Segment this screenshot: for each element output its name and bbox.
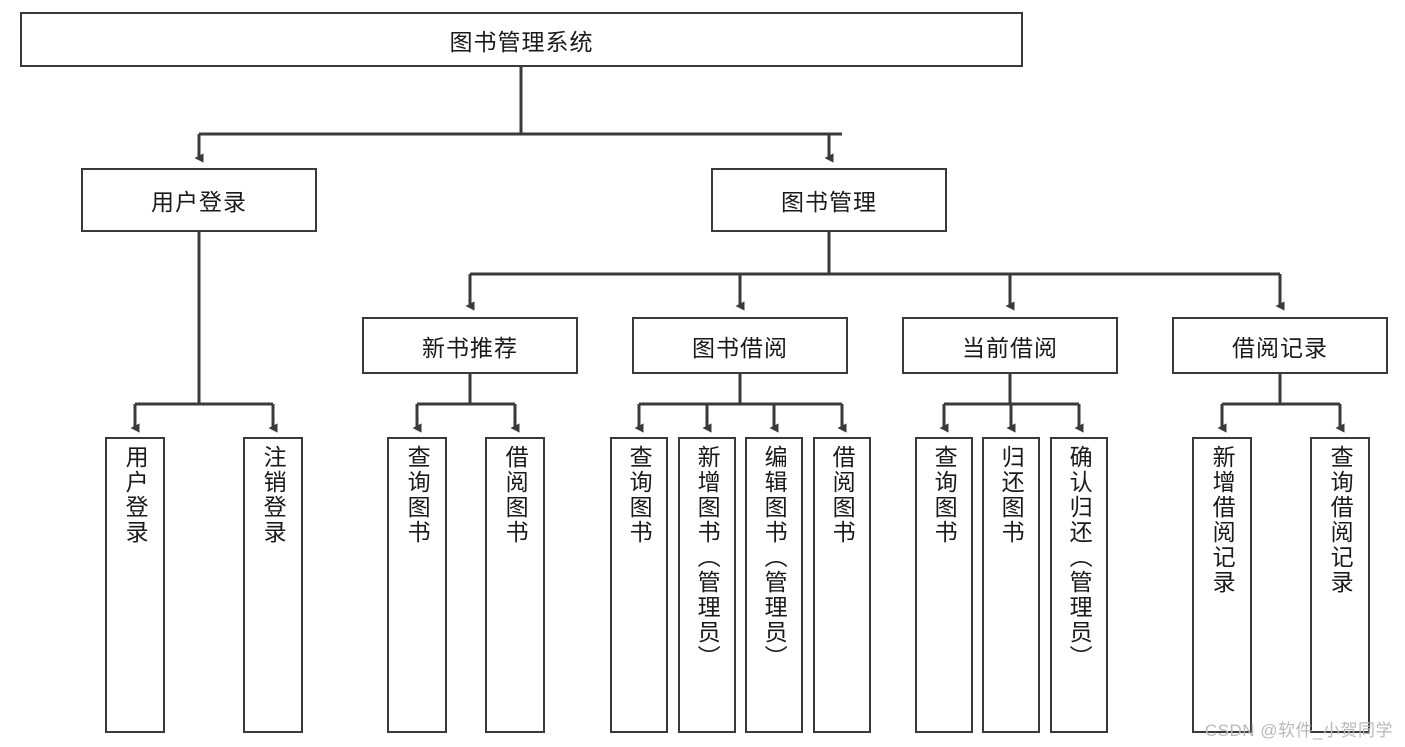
leaf-bb-add-book-admin[interactable]: 新增图书（管理员） (678, 437, 736, 733)
leaf-bb-query-book[interactable]: 查询图书 (610, 437, 668, 733)
node-borrow-record[interactable]: 借阅记录 (1172, 317, 1388, 374)
leaf-logout-label: 注销登录 (260, 445, 287, 545)
node-book-borrow-label: 图书借阅 (692, 334, 788, 361)
leaf-logout[interactable]: 注销登录 (243, 437, 303, 733)
leaf-br-add-record-label: 新增借阅记录 (1209, 445, 1236, 595)
leaf-cb-return-book-label: 归还图书 (998, 445, 1025, 545)
leaf-bb-edit-book-admin[interactable]: 编辑图书（管理员） (745, 437, 803, 733)
leaf-nb-query-book[interactable]: 查询图书 (387, 437, 447, 733)
leaf-bb-edit-book-admin-label: 编辑图书（管理员） (761, 445, 788, 670)
node-user-login-label: 用户登录 (151, 189, 247, 215)
node-current-borrow[interactable]: 当前借阅 (902, 317, 1118, 374)
leaf-cb-query-book[interactable]: 查询图书 (915, 437, 973, 733)
node-borrow-record-label: 借阅记录 (1232, 334, 1328, 361)
leaf-br-query-record[interactable]: 查询借阅记录 (1310, 437, 1370, 733)
leaf-cb-confirm-return-admin[interactable]: 确认归还（管理员） (1050, 437, 1108, 733)
node-user-login[interactable]: 用户登录 (81, 168, 317, 232)
leaf-bb-query-book-label: 查询图书 (626, 445, 653, 545)
leaf-user-login-label: 用户登录 (122, 445, 149, 545)
node-root-label: 图书管理系统 (449, 28, 594, 55)
node-new-book-recommend[interactable]: 新书推荐 (362, 317, 578, 374)
leaf-nb-query-book-label: 查询图书 (404, 445, 431, 545)
leaf-cb-return-book[interactable]: 归还图书 (982, 437, 1040, 733)
leaf-bb-borrow-book[interactable]: 借阅图书 (813, 437, 871, 733)
leaf-bb-add-book-admin-label: 新增图书（管理员） (694, 445, 721, 670)
leaf-cb-query-book-label: 查询图书 (931, 445, 958, 545)
leaf-bb-borrow-book-label: 借阅图书 (829, 445, 856, 545)
node-root-book-management-system[interactable]: 图书管理系统 (20, 12, 1023, 67)
leaf-nb-borrow-book[interactable]: 借阅图书 (485, 437, 545, 733)
node-book-management[interactable]: 图书管理 (711, 168, 947, 232)
leaf-br-query-record-label: 查询借阅记录 (1327, 445, 1354, 595)
node-book-management-label: 图书管理 (781, 189, 877, 215)
node-current-borrow-label: 当前借阅 (962, 334, 1058, 361)
leaf-nb-borrow-book-label: 借阅图书 (502, 445, 529, 545)
leaf-user-login[interactable]: 用户登录 (105, 437, 165, 733)
leaf-br-add-record[interactable]: 新增借阅记录 (1192, 437, 1252, 733)
leaf-cb-confirm-return-admin-label: 确认归还（管理员） (1066, 445, 1093, 670)
node-new-book-recommend-label: 新书推荐 (422, 334, 518, 361)
node-book-borrow[interactable]: 图书借阅 (632, 317, 848, 374)
